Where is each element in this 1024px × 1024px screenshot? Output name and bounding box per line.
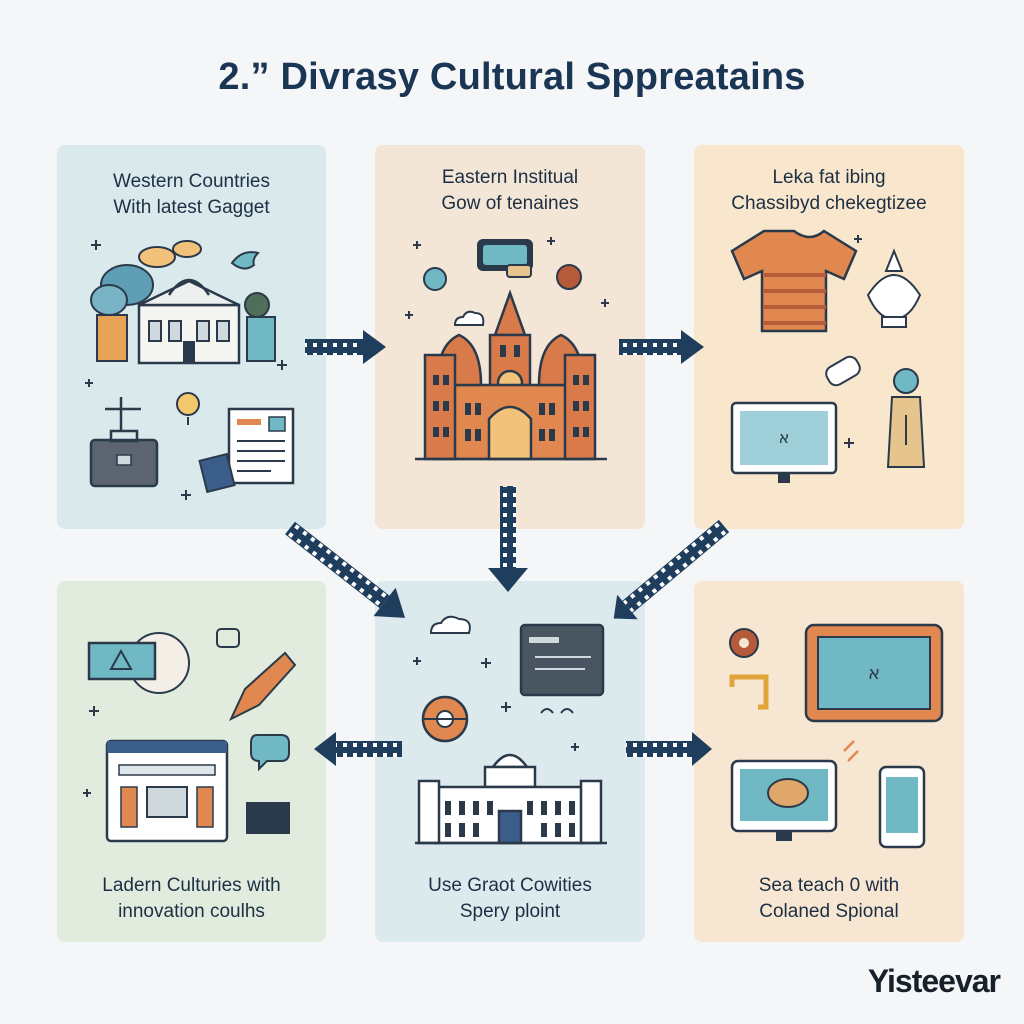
- vr-headset-icon: [477, 239, 533, 278]
- arrow-diagonal-right: [613, 519, 730, 620]
- chat-bubble-icon: [250, 734, 290, 772]
- eastern-illustration: [405, 237, 609, 461]
- bottle-icon: [825, 355, 861, 387]
- panel-title: Leka fat ibing Chassibyd chekegtizee: [694, 165, 964, 217]
- robe-figure-icon: [886, 368, 926, 468]
- document-icon: [198, 407, 295, 494]
- browser-window-icon: [105, 739, 229, 843]
- arrow-left-bottom: [314, 732, 402, 766]
- panel-caption-line2: Colaned Spional: [759, 901, 899, 922]
- paintbrush-icon: [228, 651, 297, 722]
- tripod-icon: [105, 397, 141, 430]
- sea-teach-illustration: א: [729, 623, 944, 849]
- panel-eastern-institual: Eastern Institual Gow of tenaines: [375, 145, 645, 529]
- panel-leka-fat-ibing: Leka fat ibing Chassibyd chekegtizee א: [694, 145, 964, 529]
- sparkle-icon: [405, 237, 609, 319]
- panel-caption-line1: Ladern Culturies with: [102, 875, 281, 896]
- globe-icon: [423, 267, 447, 291]
- temple-icon: [866, 248, 922, 328]
- sunburst-screen-icon: [87, 632, 190, 694]
- monitor-fish-icon: [730, 759, 838, 841]
- capitol-building-icon: [96, 278, 276, 365]
- panel-caption-line2: innovation coulhs: [118, 901, 265, 922]
- robot-face-icon: [216, 628, 240, 648]
- terminal-window-icon: [519, 623, 605, 697]
- monitor-icon: א: [730, 401, 838, 483]
- brand-logo: Yisteevar: [867, 963, 1001, 999]
- panel-title-line2: With latest Gagget: [113, 197, 270, 218]
- western-illustration: [85, 240, 295, 500]
- panel-title-line1: Leka fat ibing: [772, 167, 886, 188]
- arrow-right-2: [619, 330, 704, 364]
- eyes-icon: [540, 708, 574, 714]
- lightbulb-icon: [176, 392, 200, 425]
- coin-icon: [556, 264, 582, 290]
- arrow-right-1: [305, 330, 386, 364]
- panel-ladern-culturies: Ladern Culturies with innovation coulhs: [57, 581, 326, 942]
- panel-caption: Use Graot Cowities Spery ploint: [375, 873, 645, 925]
- panel-sea-teach: Sea teach 0 with Colaned Spional א: [694, 581, 964, 942]
- ladern-illustration: [83, 628, 297, 843]
- panel-title: Western Countries With latest Gagget: [57, 169, 326, 221]
- cloud-icon: [429, 615, 471, 634]
- page-title: 2.” Divrasy Cultural Sppreatains: [218, 56, 806, 98]
- bird-icon: [230, 251, 260, 270]
- panel-western-countries: Western Countries With latest Gagget: [57, 145, 326, 529]
- cloud-icon: [453, 310, 485, 326]
- signal-lines-icon: [843, 740, 859, 762]
- tree-cloud-icon: [90, 240, 202, 316]
- panel-caption: Ladern Culturies with innovation coulhs: [57, 873, 326, 925]
- faucet-icon: [729, 674, 769, 710]
- sparkle-icon: [85, 240, 287, 500]
- panel-title-line2: Chassibyd chekegtizee: [731, 193, 927, 214]
- window-grid: [433, 345, 589, 441]
- briefcase-icon: [89, 429, 159, 488]
- panel-title-line2: Gow of tenaines: [441, 193, 579, 214]
- garment-icon: [730, 229, 858, 333]
- leka-illustration: א: [730, 229, 926, 483]
- panel-caption-line1: Use Graot Cowities: [428, 875, 592, 896]
- box-icon: [246, 802, 290, 834]
- panel-title-line1: Eastern Institual: [441, 167, 579, 188]
- tablet-screen-icon: א: [804, 623, 944, 723]
- monitor-glyph: א: [779, 428, 790, 447]
- sparkle-icon: [83, 706, 99, 797]
- panel-caption-line2: Spery ploint: [459, 901, 561, 922]
- panel-caption: Sea teach 0 with Colaned Spional: [694, 873, 964, 925]
- panel-use-graot-cowities: Use Graot Cowities Spery ploint: [375, 581, 645, 942]
- palace-icon: [415, 289, 607, 461]
- smartphone-icon: [878, 765, 926, 849]
- arrow-right-bottom: [626, 732, 712, 766]
- arrow-down-center: [488, 486, 528, 592]
- tablet-glyph: א: [868, 663, 880, 684]
- window-grid: [445, 801, 575, 837]
- sparkle-icon: [413, 657, 579, 751]
- graot-illustration: [413, 615, 607, 845]
- compass-icon: [421, 695, 469, 743]
- panel-caption-line1: Sea teach 0 with: [758, 875, 900, 896]
- panel-title-line1: Western Countries: [113, 171, 270, 192]
- gear-icon: [729, 628, 759, 658]
- panel-title: Eastern Institual Gow of tenaines: [375, 165, 645, 217]
- arrow-diagonal-left: [285, 521, 406, 618]
- sparkle-icon: [844, 235, 862, 448]
